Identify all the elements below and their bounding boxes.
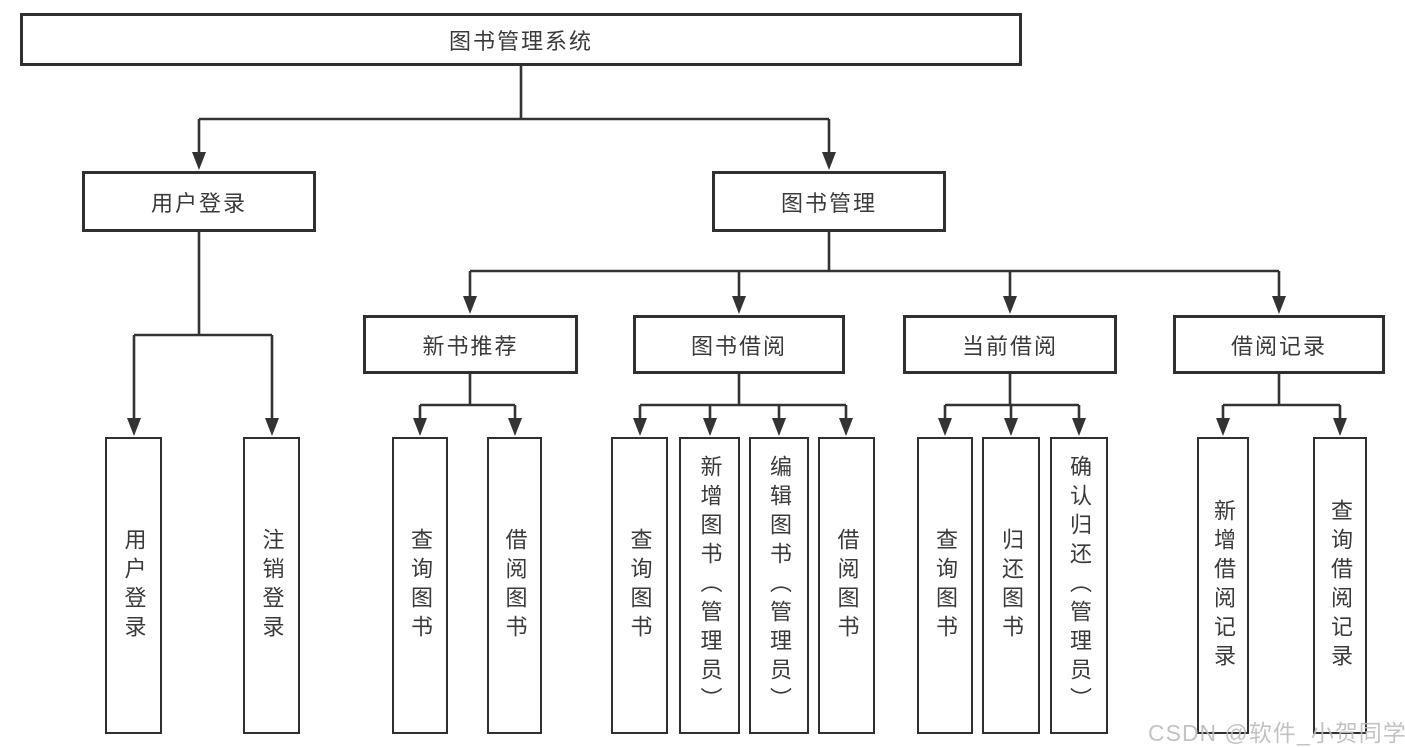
- leaf-edit-books-admin-label: 编辑图书（管理员）: [767, 455, 792, 716]
- node-new-book-recommend-label: 新书推荐: [422, 333, 519, 359]
- leaf-query-books-3-label: 查询图书: [933, 527, 958, 644]
- leaf-query-books-2-label: 查询图书: [627, 527, 653, 644]
- leaf-add-borrow-record: 新增借阅记录: [1197, 437, 1249, 734]
- leaf-query-books-1-label: 查询图书: [408, 527, 433, 644]
- node-book-management: 图书管理: [712, 171, 946, 232]
- leaf-return-books: 归还图书: [982, 437, 1040, 734]
- leaf-add-books-admin: 新增图书（管理员）: [679, 437, 740, 734]
- node-borrowing-records-label: 借阅记录: [1230, 333, 1327, 359]
- leaf-return-books-label: 归还图书: [999, 527, 1024, 644]
- leaf-user-login: 用户登录: [105, 437, 162, 734]
- leaf-add-books-admin-label: 新增图书（管理员）: [697, 455, 723, 716]
- leaf-add-borrow-record-label: 新增借阅记录: [1211, 498, 1236, 673]
- leaf-logout-label: 注销登录: [259, 527, 285, 644]
- leaf-edit-books-admin: 编辑图书（管理员）: [749, 437, 809, 734]
- node-current-borrowing-label: 当前借阅: [961, 333, 1058, 359]
- leaf-confirm-return-admin: 确认归还（管理员）: [1050, 437, 1108, 734]
- node-user-login-label: 用户登录: [150, 190, 247, 216]
- node-book-borrowing: 图书借阅: [633, 315, 845, 374]
- node-new-book-recommend: 新书推荐: [363, 315, 578, 374]
- leaf-query-borrow-record-label: 查询借阅记录: [1328, 498, 1353, 673]
- leaf-logout: 注销登录: [243, 437, 300, 734]
- leaf-borrow-books-2-label: 借阅图书: [834, 527, 860, 644]
- leaf-borrow-books-2: 借阅图书: [818, 437, 875, 734]
- leaf-query-books-1: 查询图书: [392, 437, 448, 734]
- node-user-login: 用户登录: [82, 171, 316, 232]
- leaf-borrow-books-1: 借阅图书: [487, 437, 542, 734]
- leaf-query-borrow-record: 查询借阅记录: [1313, 437, 1367, 734]
- arrowheads: [127, 152, 1347, 436]
- leaf-query-books-3: 查询图书: [917, 437, 973, 734]
- leaf-borrow-books-1-label: 借阅图书: [502, 527, 528, 644]
- leaf-user-login-label: 用户登录: [121, 527, 147, 644]
- node-current-borrowing: 当前借阅: [903, 315, 1117, 374]
- leaf-confirm-return-admin-label: 确认归还（管理员）: [1067, 455, 1092, 716]
- node-borrowing-records: 借阅记录: [1173, 315, 1385, 374]
- node-root: 图书管理系统: [20, 13, 1022, 66]
- node-book-management-label: 图书管理: [780, 190, 877, 216]
- leaf-query-books-2: 查询图书: [611, 437, 668, 734]
- node-root-label: 图书管理系统: [448, 28, 593, 54]
- node-book-borrowing-label: 图书借阅: [690, 333, 787, 359]
- csdn-watermark: CSDN @软件_小贺同学: [1148, 720, 1405, 746]
